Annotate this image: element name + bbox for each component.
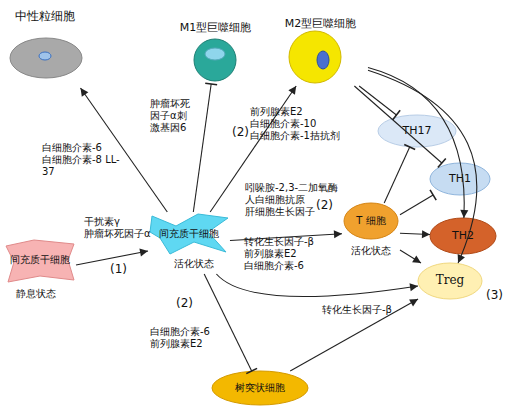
callout-number: (2) [176,296,193,310]
inhibit-bar [438,158,446,167]
cell-name: 树突状细胞 [212,382,308,394]
arrow-head [139,249,148,257]
m1-macrophage: M1型巨噬细胞 [168,22,263,84]
arrow-connector [368,70,477,263]
cell-name: 间充质干细胞 [4,254,76,266]
cell-body [194,39,236,81]
edge-label: 白细胞介素-6 白细胞介素-8 LL-37 [42,142,120,178]
connector-line [210,86,296,212]
cell-name: M2型巨噬细胞 [268,18,373,30]
cell-nucleus [317,51,329,69]
callout-number: (1) [110,262,127,276]
cell-body [430,163,490,195]
connector-line [290,299,418,371]
connector-line [400,233,430,234]
m2-macrophage: M2型巨噬细胞 [268,22,368,86]
th1-cell: TH1 [430,163,490,195]
inhibition-connector [359,86,400,120]
arrow-head [412,255,421,263]
inhibit-bar [205,83,217,85]
cell-name: M1型巨噬细胞 [163,22,268,34]
inhibit-bar [404,145,415,150]
neutrophil-cell: 中性粒细胞 [5,8,100,88]
cell-name: TH1 [430,173,490,185]
arrow-connector [368,67,468,218]
th17-cell: TH17 [378,115,456,147]
edge-label: 转化生长因子-β [322,304,412,316]
inhibition-connector [193,83,217,212]
edge-label: 白细胞介素-6 前列腺素E2 [150,326,222,350]
cell-body [378,115,456,147]
cell-body [418,263,482,299]
dendritic-cell: 树突状细胞 [212,371,308,405]
inhibit-bar [246,368,257,373]
connector-line [400,195,433,215]
connector-line [76,251,148,265]
cell-nucleus [39,52,51,60]
cell-name: 中性粒细胞 [5,10,85,22]
connector-line [400,250,421,263]
arrow-connector [230,230,342,240]
callout-number: (2) [232,125,249,139]
resting-msc: 间充质干细胞静息状态 [4,238,76,306]
connector-line [204,274,251,371]
arrow-head [334,230,342,238]
arrow-connector [216,274,418,297]
callout-number: (3) [486,288,503,302]
inhibition-connector [384,145,415,203]
cell-name: TH2 [430,230,496,242]
inhibition-connector [354,86,445,168]
arrow-head [409,283,418,291]
inhibit-bar [393,110,400,119]
cell-body [10,38,82,78]
edge-label: 干扰素γ 肿瘤坏死因子α [84,216,162,240]
arrow-connector [400,230,430,238]
arrow-head [288,86,296,95]
arrow-head [422,230,430,238]
arrow-head [460,210,468,218]
connector-line [354,86,441,163]
connector-line [384,147,410,203]
cell-body [289,31,341,83]
edge-label: 肿瘤坏死 因子α刺 激基因6 [150,98,196,134]
arrow-head [409,299,418,306]
arrow-connector [290,299,418,371]
connector-line [230,234,342,241]
cell-shape [268,22,368,86]
cell-state: 活化状态 [342,245,400,257]
arrow-head [458,254,465,263]
edge-label: 前列腺素E2 白细胞介素-10 白细胞介素-1拮抗剂 [250,106,365,142]
connector-line [216,274,418,297]
connector-line [81,88,168,212]
treg-cell: Treg [418,263,482,299]
cell-name: TH17 [378,125,456,137]
t-cell: T 细胞活化状态 [342,203,400,261]
th2-cell: TH2 [430,218,496,254]
arrow-connector [81,88,168,212]
callout-number: (2) [316,198,333,212]
connector-line [368,70,477,263]
cell-nucleus [205,48,225,60]
cell-body [430,218,496,254]
edge-label: 转化生长因子-β 前列腺素E2 白细胞介素-6 [244,236,340,272]
inhibition-connector [400,190,436,215]
connector-line [359,86,396,115]
arrow-head [81,88,89,97]
edge-label: 吲哚胺-2,3-二加氧酶 人白细胞抗原 肝细胞生长因子 [245,182,363,218]
cell-state: 静息状态 [6,288,66,300]
arrow-connector [76,249,148,265]
cell-name: Treg [418,274,482,286]
cell-body [212,371,308,405]
arrow-connector [400,250,421,263]
connector-line [368,67,464,218]
cell-state: 活化状态 [164,258,224,270]
arrow-connector [210,86,296,212]
connector-line [193,84,211,212]
cell-name: T 细胞 [342,215,400,227]
inhibition-connector [204,274,257,374]
activated-msc: 间充质干细胞活化状态 [148,212,230,274]
cell-name: 间充质干细胞 [148,228,230,240]
inhibit-bar [430,190,436,200]
